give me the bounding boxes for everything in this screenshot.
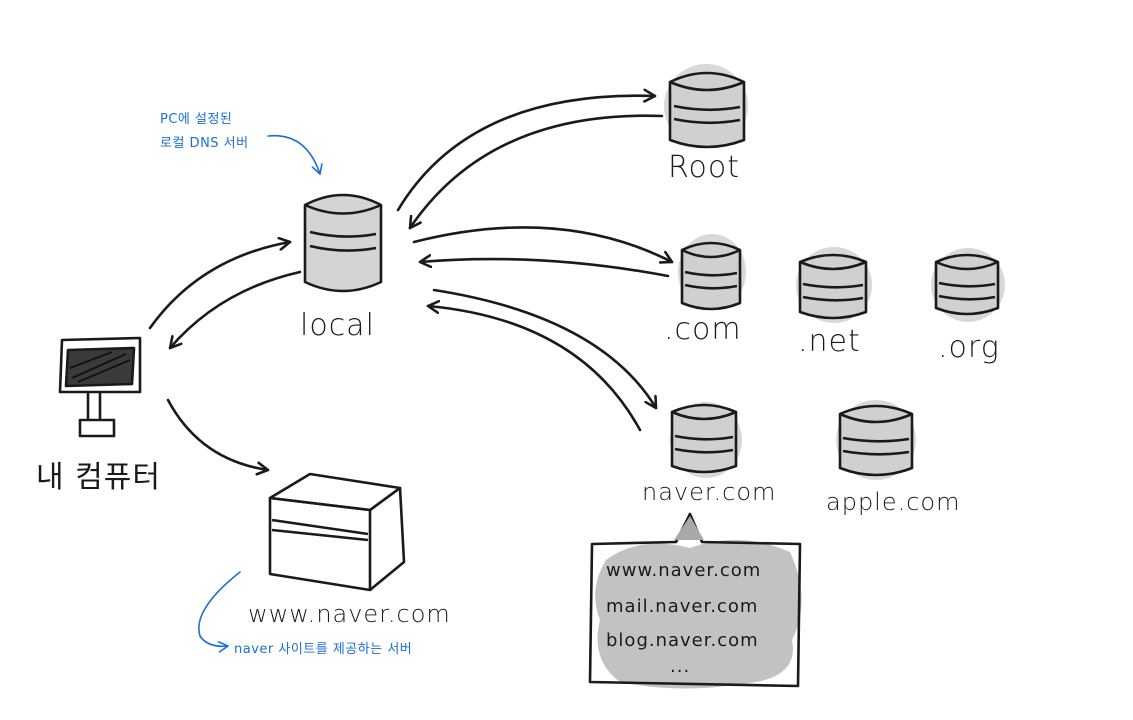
net-server-icon: [796, 247, 872, 323]
net-label: .net: [798, 324, 861, 359]
naver-label: naver.com: [642, 478, 777, 506]
web-server-note: naver 사이트를 제공하는 서버: [234, 642, 413, 657]
web-server-label: www.naver.com: [248, 600, 451, 628]
note-arrow-local: [267, 134, 323, 175]
arrow-local-to-com: [412, 226, 674, 262]
org-server-icon: [931, 248, 1005, 322]
record-item: www.naver.com: [606, 560, 762, 581]
local-server-icon: [303, 193, 383, 293]
apple-label: apple.com: [826, 488, 961, 516]
com-server-icon: [678, 234, 746, 311]
my-computer-label: 내 컴퓨터: [36, 460, 161, 495]
local-label: local: [300, 308, 375, 343]
arrow-computer-to-local: [148, 242, 292, 330]
note-arrow-webserver: [198, 571, 241, 653]
local-dns-note-line2: 로컬 DNS 서버: [160, 136, 249, 151]
record-item: blog.naver.com: [606, 630, 759, 651]
apple-server-icon: [836, 400, 916, 480]
root-server-icon: [664, 64, 748, 149]
arrow-local-to-computer: [168, 270, 302, 350]
root-label: Root: [668, 150, 740, 185]
local-dns-note-line1: PC에 설정된: [160, 112, 233, 127]
records-box: [588, 512, 802, 689]
records-more: ...: [670, 656, 691, 677]
arrow-com-to-local: [418, 259, 670, 278]
arrow-computer-to-webserver: [166, 398, 270, 470]
server-box-icon: [268, 472, 406, 592]
arrow-local-to-root: [396, 96, 657, 212]
arrow-root-to-local: [408, 114, 664, 230]
org-label: .org: [938, 330, 1000, 365]
arrows: [148, 96, 674, 470]
record-item: mail.naver.com: [606, 596, 759, 617]
arrow-local-to-naver: [432, 288, 658, 410]
naver-server-icon: [670, 402, 742, 478]
arrow-naver-to-local: [426, 306, 642, 432]
com-label: .com: [664, 312, 742, 347]
monitor-icon: [58, 336, 142, 438]
